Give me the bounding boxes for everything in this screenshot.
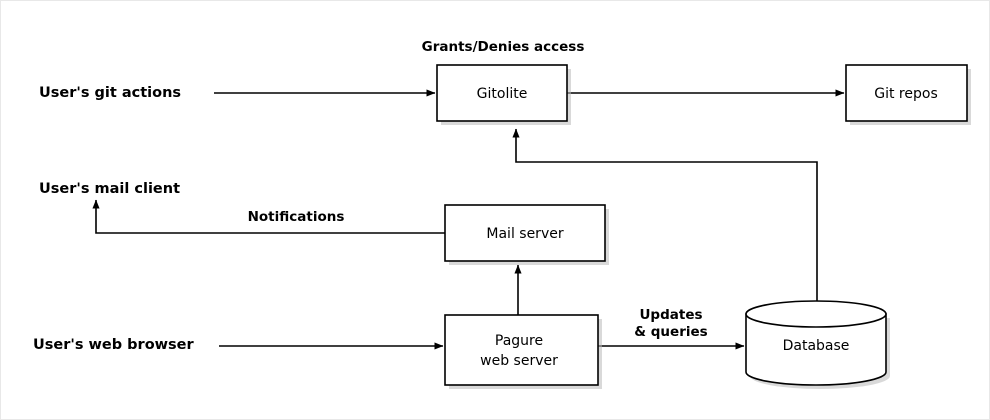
- pagure-label-line2: web server: [480, 353, 558, 369]
- node-database[interactable]: Database: [745, 300, 890, 389]
- edge-label-updates-line2: & queries: [634, 324, 707, 340]
- actor-label-mail-client: User's mail client: [39, 181, 180, 197]
- gitolite-box: [436, 64, 568, 122]
- mail-server-label: Mail server: [486, 226, 563, 242]
- edge-mail-server-to-mail-client: [92, 199, 445, 234]
- git-repos-box: [845, 64, 968, 122]
- edge-label-updates-line1: Updates: [639, 307, 702, 323]
- pagure-box: [444, 314, 599, 386]
- mail-server-box: [444, 204, 606, 262]
- edge-database-to-gitolite: [512, 128, 818, 308]
- database-top: [745, 300, 887, 328]
- pagure-label-line1: Pagure: [495, 333, 543, 349]
- actor-label-git-actions: User's git actions: [39, 85, 181, 101]
- edge-label-grants-denies-access: Grants/Denies access: [422, 39, 585, 55]
- actor-label-web-browser: User's web browser: [33, 337, 195, 353]
- database-label: Database: [783, 338, 850, 354]
- gitolite-label: Gitolite: [477, 86, 528, 102]
- node-mail-server[interactable]: Mail server: [444, 204, 609, 265]
- git-repos-label: Git repos: [874, 86, 938, 102]
- database-body: [745, 313, 887, 386]
- node-pagure-web-server[interactable]: Pagure web server: [444, 314, 602, 389]
- node-git-repos[interactable]: Git repos: [845, 64, 971, 125]
- node-gitolite[interactable]: Gitolite: [436, 64, 571, 125]
- edge-label-notifications: Notifications: [248, 209, 345, 225]
